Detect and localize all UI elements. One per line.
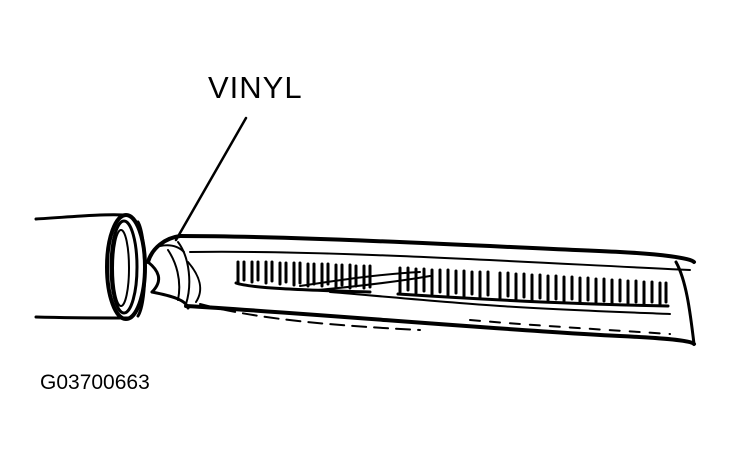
figure-code: G03700663 (40, 371, 150, 394)
ring-collar (105, 213, 147, 321)
serrated-teeth (234, 260, 670, 308)
vinyl-leader-line (174, 116, 248, 242)
vinyl-callout-label: VINYL (208, 70, 303, 105)
tool-body (178, 234, 696, 346)
vinyl-wrap (146, 234, 191, 310)
